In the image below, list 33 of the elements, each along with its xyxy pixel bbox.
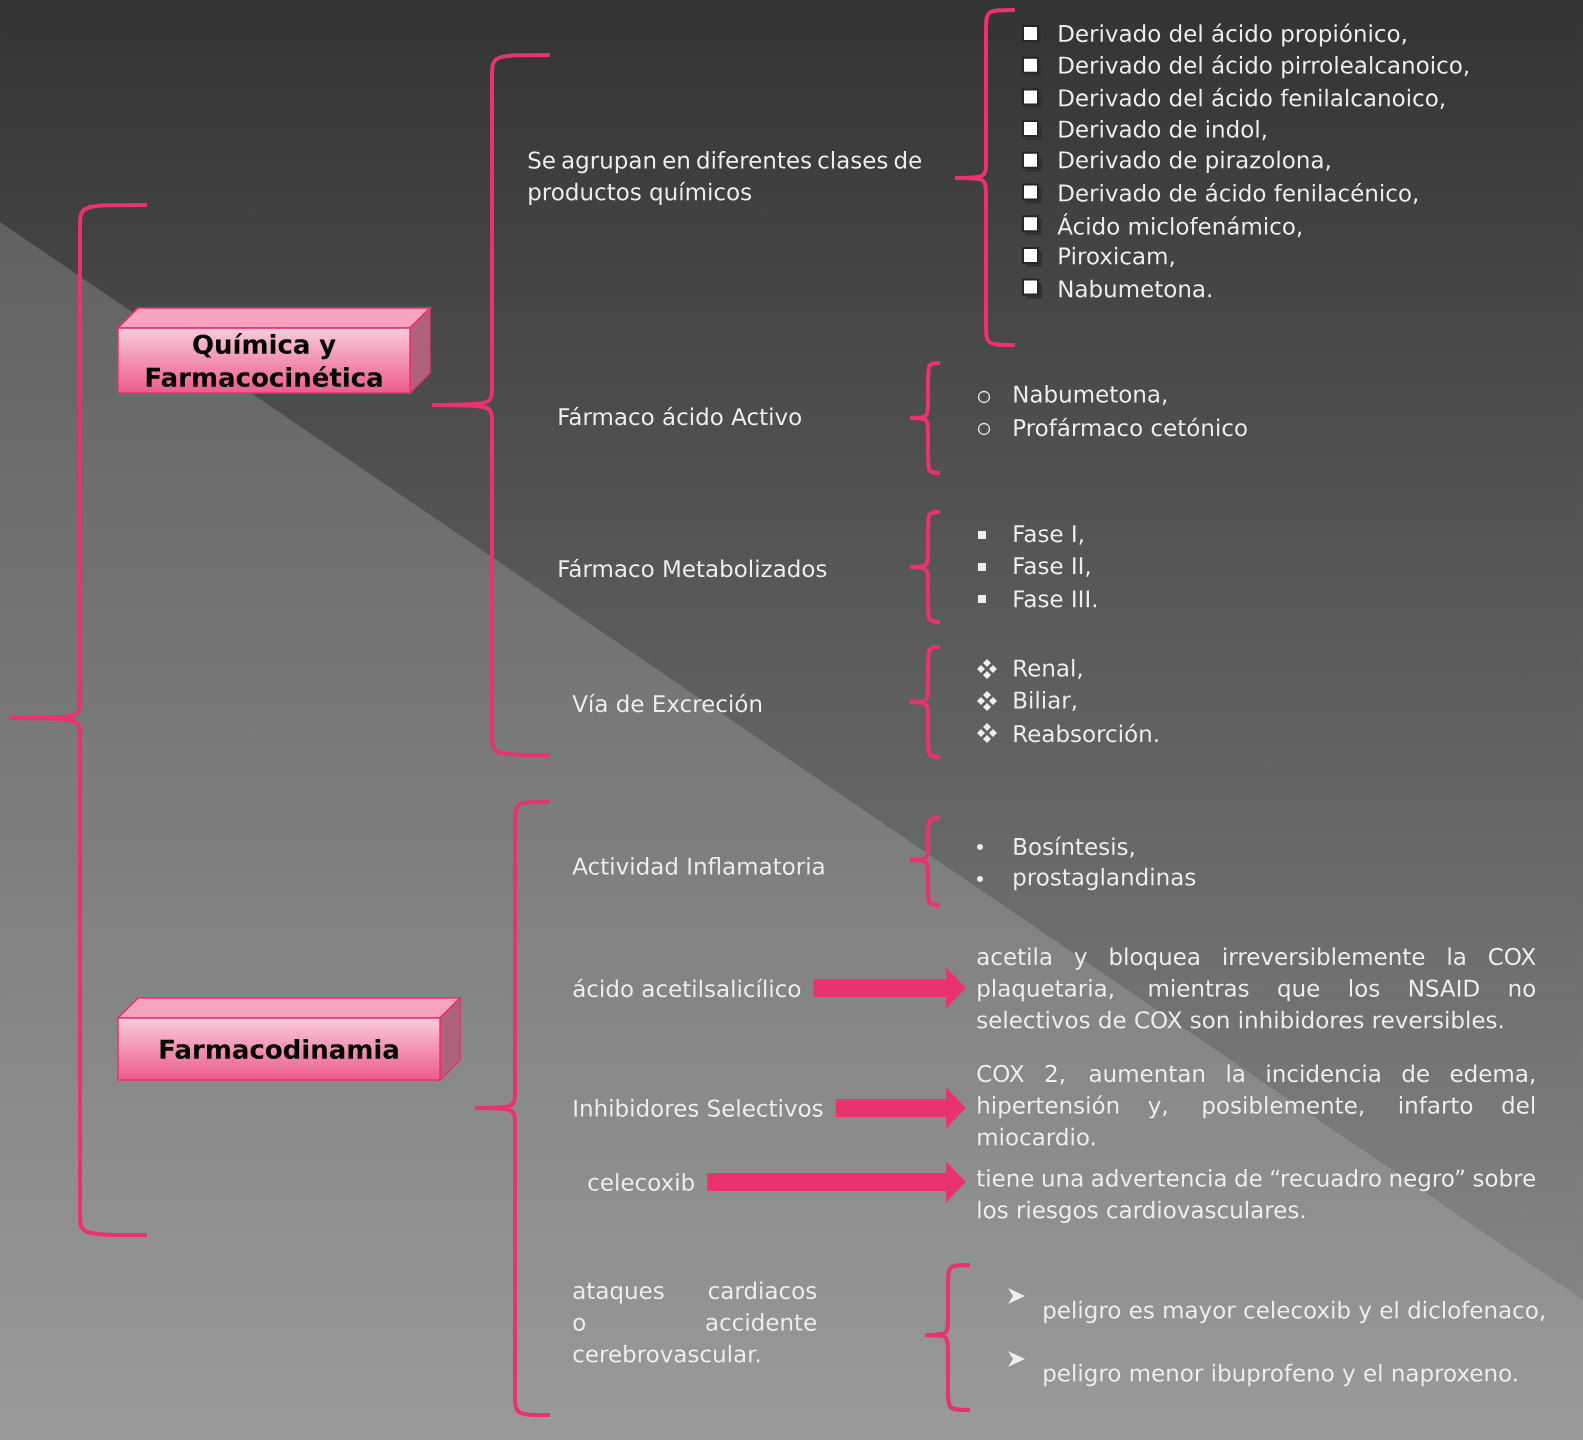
list-item: Derivado del ácido propiónico, (1022, 23, 1406, 47)
list-item: Fase II, (978, 557, 1090, 577)
text-label: ataques cardiacos o accidente cerebrovascular. (573, 1281, 817, 1363)
list-item: Renal, (977, 658, 1082, 680)
text-label: acetila y bloquea irreversiblemente la COX plaquetaria, mientras que los NSAID no selectivos de COX son inhibidores reversibles. (977, 947, 1536, 1029)
text-label: ácido acetilsalicílico (573, 978, 801, 998)
text-label: Fármaco Metabolizados (559, 558, 827, 578)
list-item: Bosíntesis, (977, 836, 1134, 858)
list-item: peligro es mayor celecoxib y el diclofenaco, (1008, 1288, 1544, 1324)
text-label: Actividad Inflamatoria (572, 857, 824, 875)
list-item: Fase III. (978, 590, 1097, 608)
list-item: Derivado del ácido pirrolealcanoico, (1022, 55, 1468, 79)
text-label: celecoxib (588, 1173, 694, 1191)
list-item: Piroxicam, (1022, 246, 1174, 267)
list-item: Derivado de indol, (1022, 120, 1266, 141)
text-label: Vía de Excreción (572, 693, 762, 713)
list-item: Derivado de pirazolona, (1022, 150, 1330, 173)
text-label: Inhibidores Selectivos (574, 1099, 823, 1117)
list-item: Reabsorción. (977, 723, 1158, 743)
list-item: peligro menor ibuprofeno y el naproxeno. (1008, 1351, 1517, 1387)
text-label: tiene una advertencia de “recuadro negro” sobre los riesgos cardiovasculares. (976, 1169, 1536, 1223)
list-item: Nabumetona, (977, 384, 1167, 406)
list-item: Derivado de ácido fenilacénico, (1022, 182, 1418, 205)
text-label: Se agrupan en diferentes clases de productos químicos (528, 151, 921, 205)
list-item: Profármaco cetónico (977, 417, 1247, 437)
text-label: COX 2, aumentan la incidencia de edema, hipertensión y, posiblemente, infarto del miocardio. (977, 1064, 1535, 1146)
text-label: Fármaco ácido Activo (559, 406, 801, 426)
list-item: Nabumetona. (1022, 278, 1211, 299)
list-item: Biliar, (977, 690, 1076, 712)
list-item: Derivado del ácido fenilalcanoico, (1022, 87, 1444, 109)
list-item: Fase I, (978, 525, 1083, 545)
list-item: prostaglandinas (977, 867, 1196, 891)
list-item: Ácido miclofenámico, (1022, 213, 1301, 238)
